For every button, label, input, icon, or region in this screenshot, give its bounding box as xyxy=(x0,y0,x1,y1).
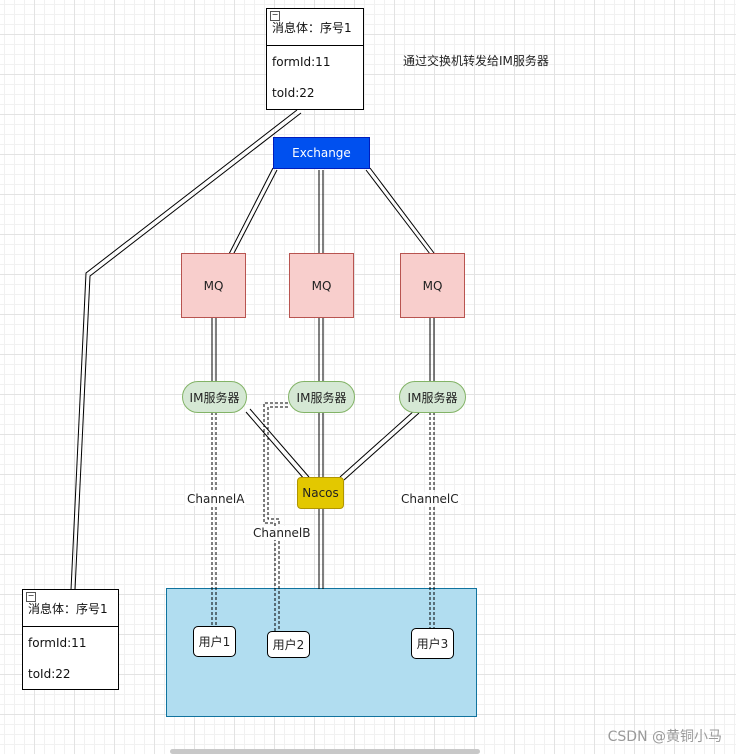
channel-b-line xyxy=(267,406,288,631)
user-node-3[interactable]: 用户3 xyxy=(411,628,454,659)
im1-nacos-line xyxy=(249,408,310,478)
im-server-1[interactable]: IM服务器 xyxy=(182,381,247,413)
message-title: 消息体：序号1 xyxy=(28,601,108,616)
exchange-node[interactable]: Exchange xyxy=(273,137,370,169)
user-node-1[interactable]: 用户1 xyxy=(193,626,236,657)
im3-nacos-line xyxy=(339,409,416,478)
forward-note: 通过交换机转发给IM服务器 xyxy=(403,54,549,68)
im3-nacos-line xyxy=(343,412,420,481)
mq-node-3[interactable]: MQ xyxy=(400,253,465,318)
exchange-mq1-line xyxy=(232,169,278,256)
im-server-2[interactable]: IM服务器 xyxy=(288,381,355,413)
im1-nacos-line xyxy=(245,411,306,481)
message-field: toId:22 xyxy=(272,85,315,100)
message-flow-line xyxy=(70,109,298,591)
message-field: formId:11 xyxy=(28,635,87,650)
collapse-icon[interactable]: − xyxy=(26,591,36,602)
channel-b-line xyxy=(263,402,288,631)
user-node-2[interactable]: 用户2 xyxy=(267,631,310,658)
mq-node-1[interactable]: MQ xyxy=(181,253,246,318)
horizontal-scrollbar[interactable] xyxy=(170,749,480,754)
im-server-3[interactable]: IM服务器 xyxy=(399,381,466,413)
watermark: CSDN @黄铜小马 xyxy=(607,729,722,745)
message-flow-line xyxy=(74,112,302,591)
message-body-top[interactable]: − 消息体：序号1 formId:11 toId:22 xyxy=(266,8,364,110)
nacos-node[interactable]: Nacos xyxy=(297,477,344,509)
collapse-icon[interactable]: − xyxy=(270,10,280,21)
channel-c-label: ChannelC xyxy=(399,492,461,506)
exchange-mq3-line xyxy=(369,167,435,254)
channel-b-label: ChannelB xyxy=(251,526,313,540)
message-field: toId:22 xyxy=(28,666,71,681)
channel-a-label: ChannelA xyxy=(185,492,247,506)
message-field: formId:11 xyxy=(272,54,331,69)
message-header: − 消息体：序号1 xyxy=(267,9,363,46)
exchange-mq1-line xyxy=(228,167,274,255)
exchange-mq3-line xyxy=(365,169,431,255)
message-body-bottom[interactable]: − 消息体：序号1 formId:11 toId:22 xyxy=(22,589,119,690)
mq-node-2[interactable]: MQ xyxy=(289,253,354,318)
message-title: 消息体：序号1 xyxy=(272,20,352,35)
message-header: − 消息体：序号1 xyxy=(23,590,118,627)
